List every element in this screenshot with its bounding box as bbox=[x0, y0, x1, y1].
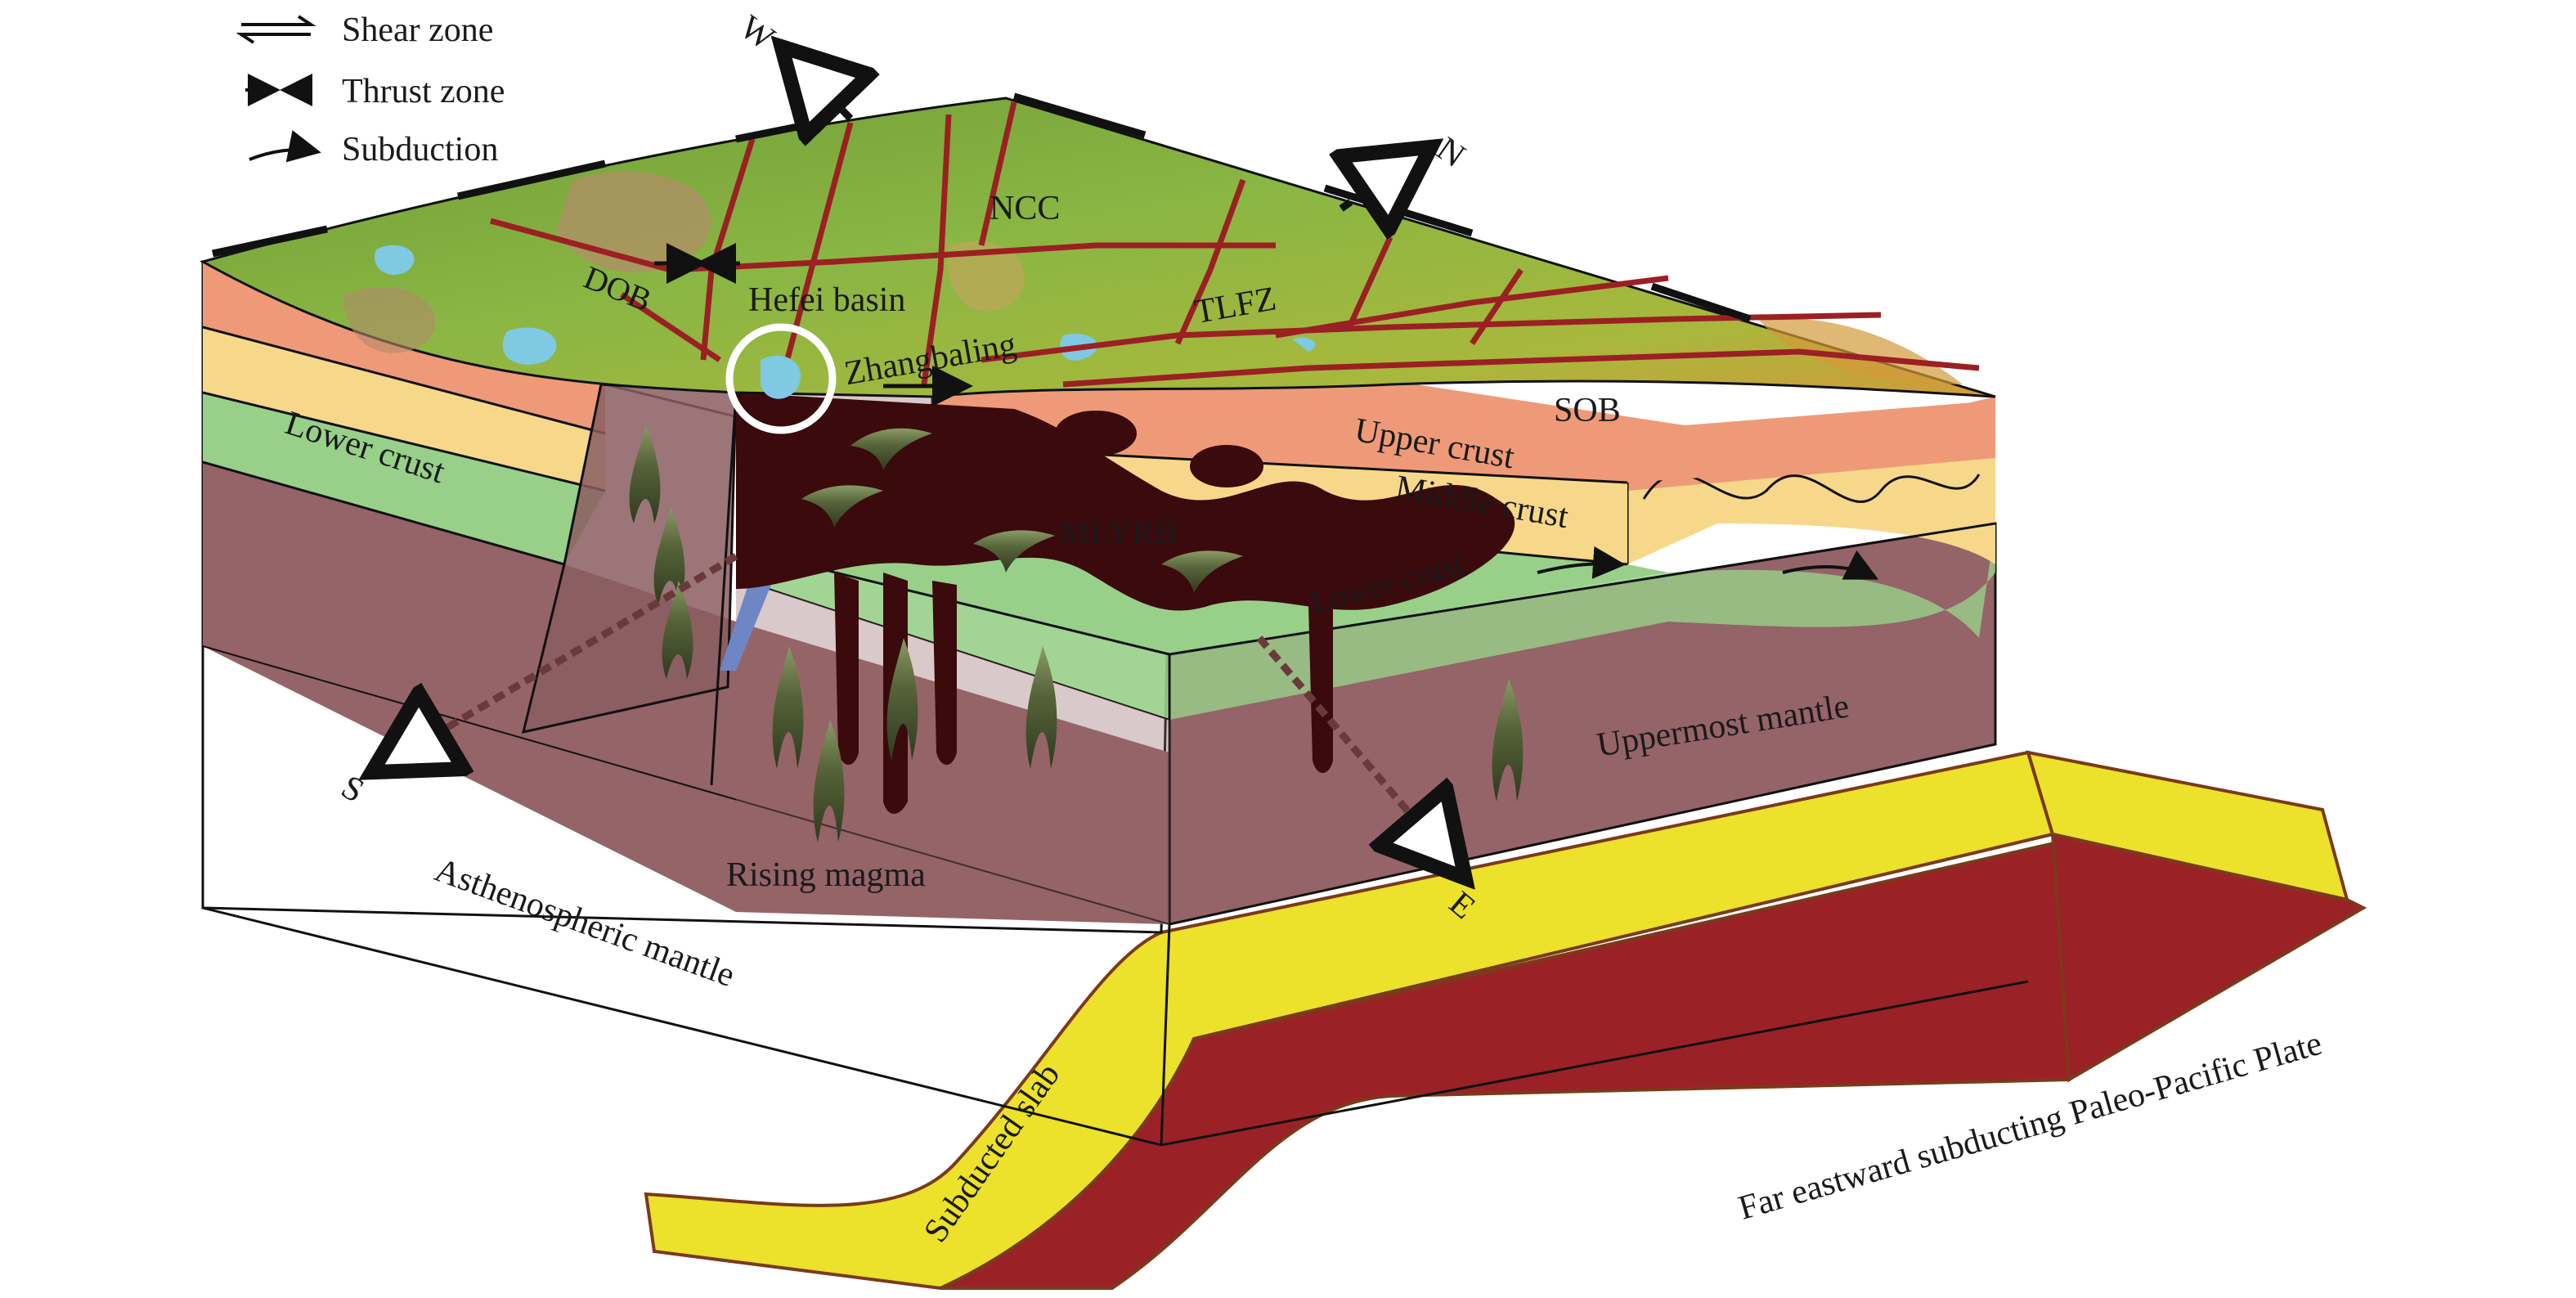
lake-1 bbox=[375, 245, 415, 275]
legend-shear-zone-label: Shear zone bbox=[342, 11, 493, 49]
mountain-texture-4 bbox=[1758, 317, 1963, 384]
magma-arrow-7 bbox=[1025, 646, 1057, 769]
subduction-arrow-2 bbox=[1782, 550, 1879, 580]
direction-n-label: N bbox=[1429, 130, 1471, 175]
hefei-basin-circle bbox=[725, 323, 837, 434]
axis-s bbox=[384, 553, 738, 765]
legend: Shear zone Thrust zone Subduction bbox=[236, 11, 505, 168]
subduction-icon bbox=[249, 130, 321, 163]
hefei-basin-label: Hefei basin bbox=[748, 281, 905, 319]
ncc-label: NCC bbox=[990, 190, 1060, 227]
magma-arrow-4 bbox=[772, 646, 804, 769]
left-middle-crust bbox=[203, 327, 605, 491]
lake-4 bbox=[1292, 337, 1316, 352]
top-surface-map bbox=[200, 92, 1996, 434]
sob-label: SOB bbox=[1554, 392, 1621, 429]
magma-arrow-5 bbox=[813, 720, 845, 842]
lake-2 bbox=[502, 327, 557, 365]
magma-arrow-2 bbox=[653, 507, 685, 605]
magma-arrow-8 bbox=[1492, 679, 1524, 802]
magma-dike-1 bbox=[834, 573, 859, 765]
axis-n bbox=[1341, 155, 1419, 209]
direction-axes bbox=[384, 57, 1456, 867]
shear-zone-icon bbox=[236, 15, 316, 44]
fault-network bbox=[490, 101, 1980, 388]
magma-arrow-1 bbox=[629, 425, 661, 523]
asthenosphere-outline bbox=[201, 646, 2029, 1147]
magma-arrow-6 bbox=[886, 638, 918, 761]
magma-main bbox=[736, 393, 1515, 611]
magma-blob-2 bbox=[1037, 460, 1073, 489]
magma-dike-4 bbox=[1308, 605, 1333, 773]
legend-subduction-label: Subduction bbox=[342, 131, 498, 168]
magma-blob-1 bbox=[1055, 411, 1137, 456]
legend-thrust-zone-label: Thrust zone bbox=[342, 73, 505, 110]
rising-magma-arrows bbox=[629, 425, 1524, 842]
fold-line bbox=[1642, 473, 1981, 503]
magma-arrow-12 bbox=[1161, 550, 1243, 593]
front-middle-crust bbox=[1627, 458, 1995, 564]
thrust-arrows-surface bbox=[654, 243, 973, 406]
magma-dike-3 bbox=[932, 581, 957, 765]
magma-body bbox=[736, 393, 1515, 814]
magma-arrow-10 bbox=[801, 485, 883, 528]
blue-sliver bbox=[720, 573, 773, 671]
slab-red-end bbox=[2050, 832, 2367, 1083]
axis-e bbox=[1256, 636, 1456, 867]
mlyrb-label: MLYRB bbox=[1059, 514, 1178, 552]
mountain-texture-2 bbox=[343, 286, 436, 353]
subduction-arrow-1 bbox=[1537, 546, 1626, 579]
direction-w-label: W bbox=[733, 8, 781, 58]
slab-yellow-top bbox=[644, 750, 2055, 1291]
axis-w bbox=[792, 57, 850, 119]
magma-blob-3 bbox=[963, 456, 999, 485]
left-lower-crust bbox=[203, 393, 605, 564]
magma-arrow-3 bbox=[662, 581, 693, 679]
hefei-lake bbox=[761, 355, 801, 399]
magma-arrow-9 bbox=[850, 428, 932, 470]
subducting-slab bbox=[644, 750, 2367, 1291]
magma-arrow-11 bbox=[973, 530, 1055, 573]
subduction-arrows bbox=[1537, 546, 1879, 580]
rising-magma-label: Rising magma bbox=[726, 856, 926, 894]
mountain-texture-3 bbox=[947, 240, 1025, 312]
magma-blob-4 bbox=[1190, 445, 1263, 487]
